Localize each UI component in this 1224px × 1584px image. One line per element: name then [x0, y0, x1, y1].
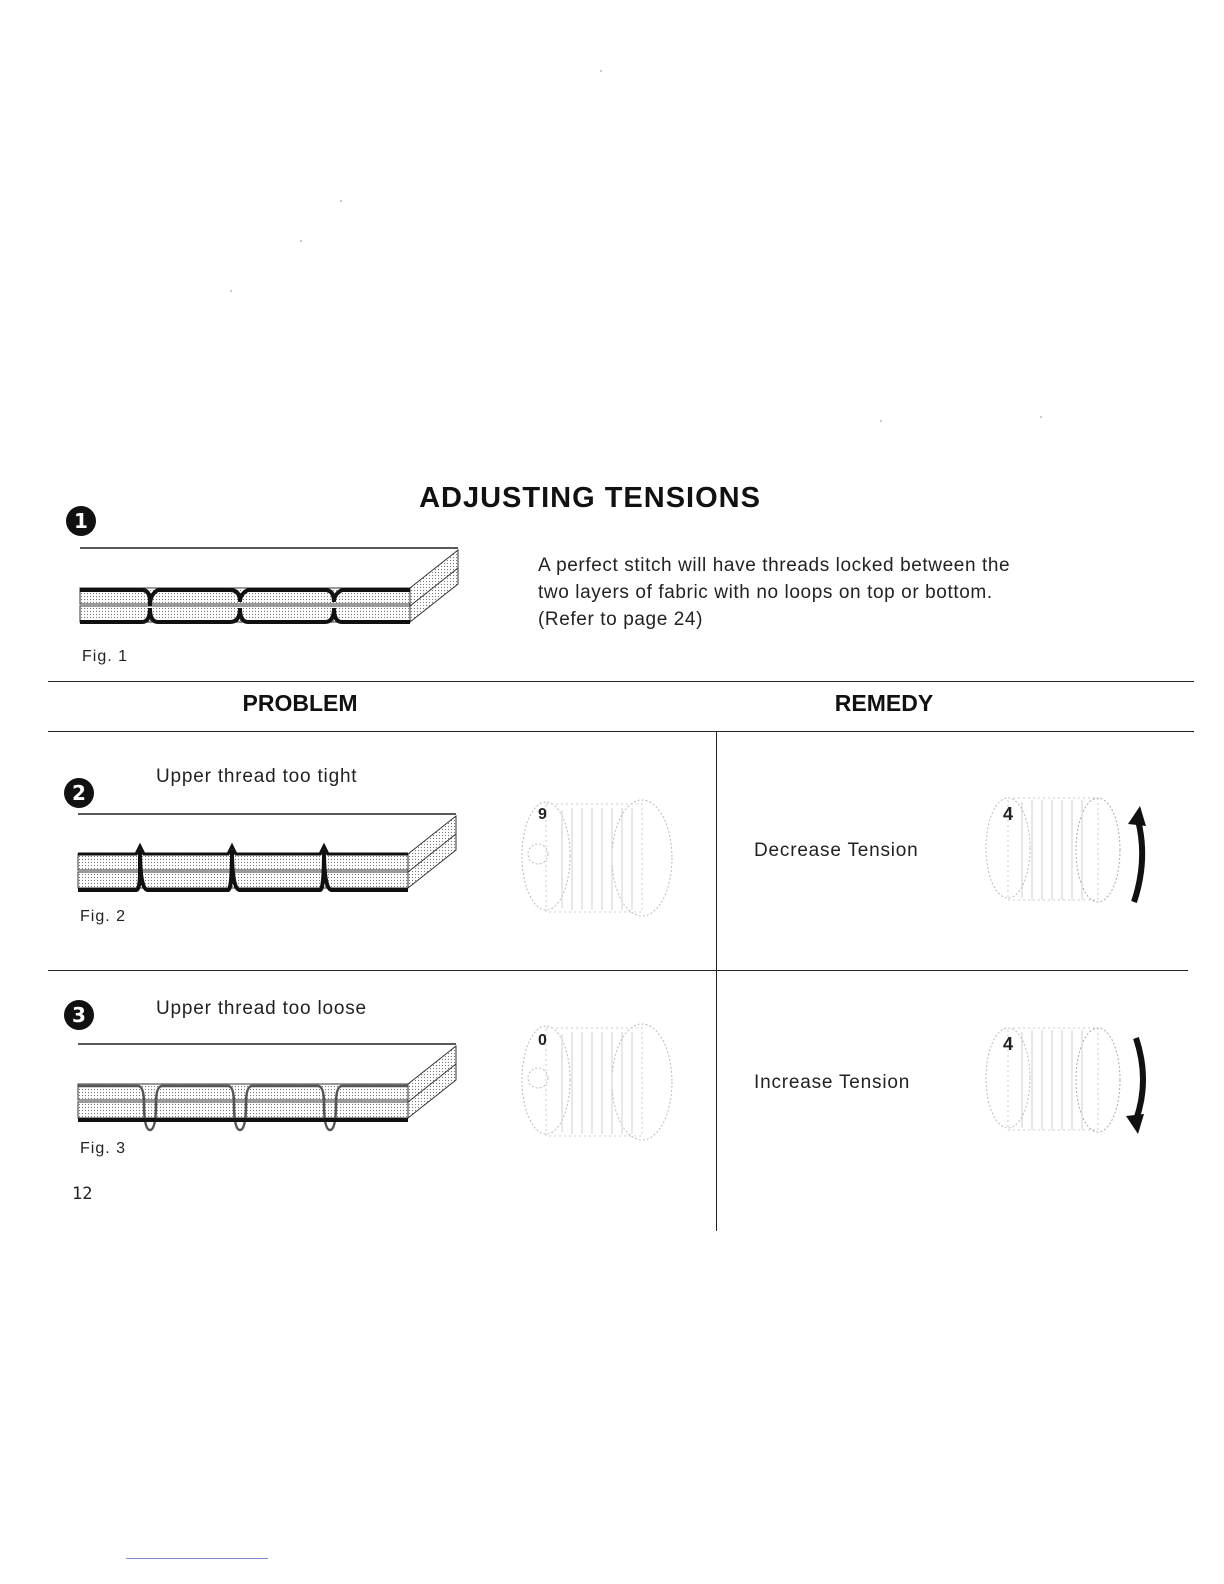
scan-speck: [230, 290, 232, 292]
intro-line-1: A perfect stitch will have threads locke…: [538, 552, 1098, 579]
table-top-rule: [48, 681, 1194, 682]
intro-line-3: (Refer to page 24): [538, 606, 1098, 633]
remedy-dial-value-label-2: 4: [1003, 1034, 1013, 1055]
footer-rule: [126, 1558, 268, 1559]
figure-2-caption: Fig. 2: [80, 908, 126, 926]
remedy-dial-value-label-1: 4: [1003, 804, 1013, 825]
scan-speck: [300, 240, 302, 242]
intro-line-2: two layers of fabric with no loops on to…: [538, 579, 1098, 606]
figure-1-caption: Fig. 1: [82, 648, 128, 666]
table-column-divider: [716, 731, 717, 1231]
problem-text-1: Upper thread too tight: [156, 766, 357, 788]
problem-text-2: Upper thread too loose: [156, 998, 367, 1020]
page-title: ADJUSTING TENSIONS: [0, 482, 1180, 515]
step-marker-2: 2: [64, 778, 94, 808]
dial-value-label-2: 0: [538, 1032, 547, 1050]
step-marker-3: 3: [64, 1000, 94, 1030]
tight-stitch-illustration: [78, 810, 478, 910]
scan-speck: [1040, 416, 1042, 418]
scan-speck: [600, 70, 602, 72]
scan-speck: [880, 420, 882, 422]
loose-stitch-illustration: [78, 1040, 478, 1140]
remedy-text-1: Decrease Tension: [754, 840, 919, 862]
scan-speck: [340, 200, 342, 202]
table-row-divider: [48, 970, 1188, 971]
remedy-text-2: Increase Tension: [754, 1072, 910, 1094]
page-number: 12: [72, 1184, 92, 1204]
remedy-column-header: REMEDY: [734, 690, 1034, 717]
problem-column-header: PROBLEM: [150, 690, 450, 717]
step-marker-1: 1: [66, 506, 96, 536]
balanced-stitch-illustration: [80, 544, 480, 664]
intro-paragraph: A perfect stitch will have threads locke…: [538, 552, 1098, 633]
table-header-rule: [48, 731, 1194, 732]
figure-3-caption: Fig. 3: [80, 1140, 126, 1158]
dial-value-label-1: 9: [538, 806, 547, 824]
